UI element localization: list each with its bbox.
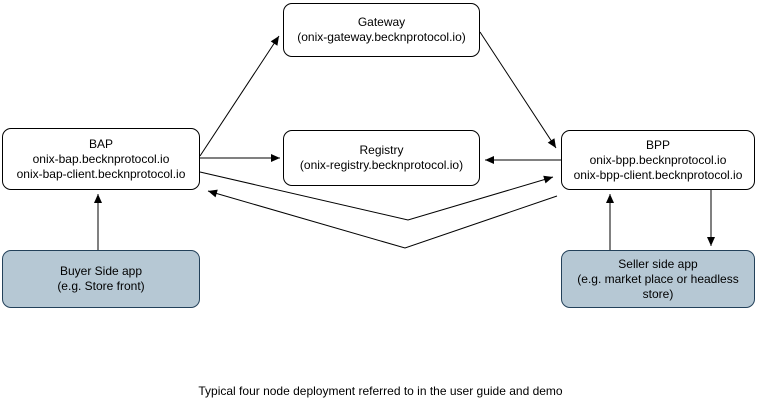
node-buyer-side-app: Buyer Side app (e.g. Store front) bbox=[2, 250, 200, 308]
node-bpp: BPP onix-bpp.becknprotocol.io onix-bpp-c… bbox=[561, 130, 755, 190]
edge-gateway-to-bpp bbox=[479, 31, 557, 149]
node-subtitle: (onix-gateway.becknprotocol.io) bbox=[297, 30, 466, 44]
node-subtitle: onix-bpp-client.becknprotocol.io bbox=[573, 167, 743, 182]
node-seller-side-app: Seller side app (e.g. market place or he… bbox=[561, 250, 755, 308]
node-subtitle: onix-bpp.becknprotocol.io bbox=[589, 152, 727, 167]
node-registry: Registry (onix-registry.becknprotocol.io… bbox=[283, 130, 480, 186]
node-title: Gateway bbox=[357, 15, 406, 29]
node-subtitle: (e.g. market place or headless store) bbox=[577, 271, 739, 301]
edge-bap-to-gateway bbox=[199, 35, 280, 157]
node-subtitle: (onix-registry.becknprotocol.io) bbox=[299, 158, 464, 172]
node-title: Seller side app bbox=[618, 256, 698, 271]
node-title: BAP bbox=[88, 136, 113, 151]
edge-bpp-to-bap bbox=[207, 189, 558, 249]
node-gateway: Gateway (onix-gateway.becknprotocol.io) bbox=[283, 3, 480, 57]
node-bap: BAP onix-bap.becknprotocol.io onix-bap-c… bbox=[2, 128, 200, 190]
node-title: Buyer Side app bbox=[59, 264, 143, 278]
node-title: BPP bbox=[645, 137, 670, 152]
node-subtitle: onix-bap.becknprotocol.io bbox=[32, 151, 170, 166]
node-title: Registry bbox=[359, 143, 404, 157]
diagram-caption: Typical four node deployment referred to… bbox=[198, 384, 563, 398]
node-subtitle: onix-bap-client.becknprotocol.io bbox=[16, 166, 186, 181]
node-subtitle: (e.g. Store front) bbox=[57, 279, 145, 293]
